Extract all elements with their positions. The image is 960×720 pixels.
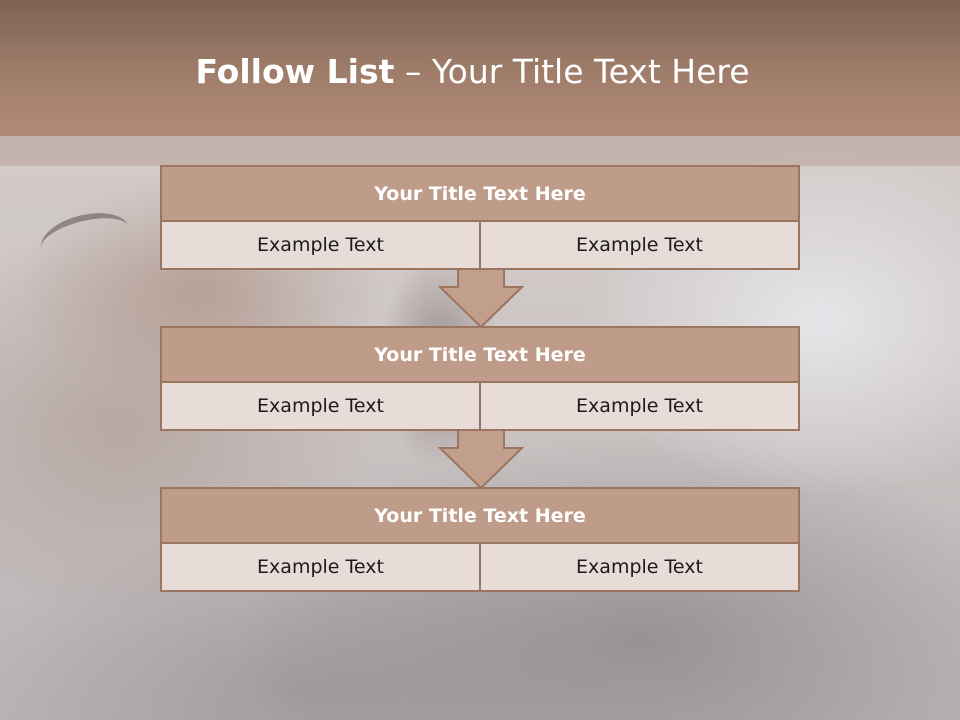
follow-block-2: Your Title Text Here Example Text Exampl… [160, 326, 800, 431]
header-strip [0, 136, 960, 166]
title-bold: Follow List [195, 52, 395, 91]
block-row: Example Text Example Text [160, 222, 800, 270]
block-cell-left: Example Text [160, 544, 481, 592]
follow-block-1: Your Title Text Here Example Text Exampl… [160, 165, 800, 270]
block-cell-right: Example Text [479, 222, 800, 270]
down-arrow-icon [438, 430, 524, 490]
header-band [0, 0, 960, 136]
block-cell-right: Example Text [479, 383, 800, 431]
block-cell-left: Example Text [160, 383, 481, 431]
block-row: Example Text Example Text [160, 383, 800, 431]
block-title: Your Title Text Here [160, 487, 800, 544]
block-title: Your Title Text Here [160, 165, 800, 222]
down-arrow-icon [438, 269, 524, 329]
follow-block-3: Your Title Text Here Example Text Exampl… [160, 487, 800, 592]
block-title: Your Title Text Here [160, 326, 800, 383]
title-separator: – [404, 52, 422, 91]
block-cell-right: Example Text [479, 544, 800, 592]
block-row: Example Text Example Text [160, 544, 800, 592]
slide-title: Follow List – Your Title Text Here [0, 52, 945, 91]
title-rest: Your Title Text Here [431, 52, 750, 91]
block-cell-left: Example Text [160, 222, 481, 270]
